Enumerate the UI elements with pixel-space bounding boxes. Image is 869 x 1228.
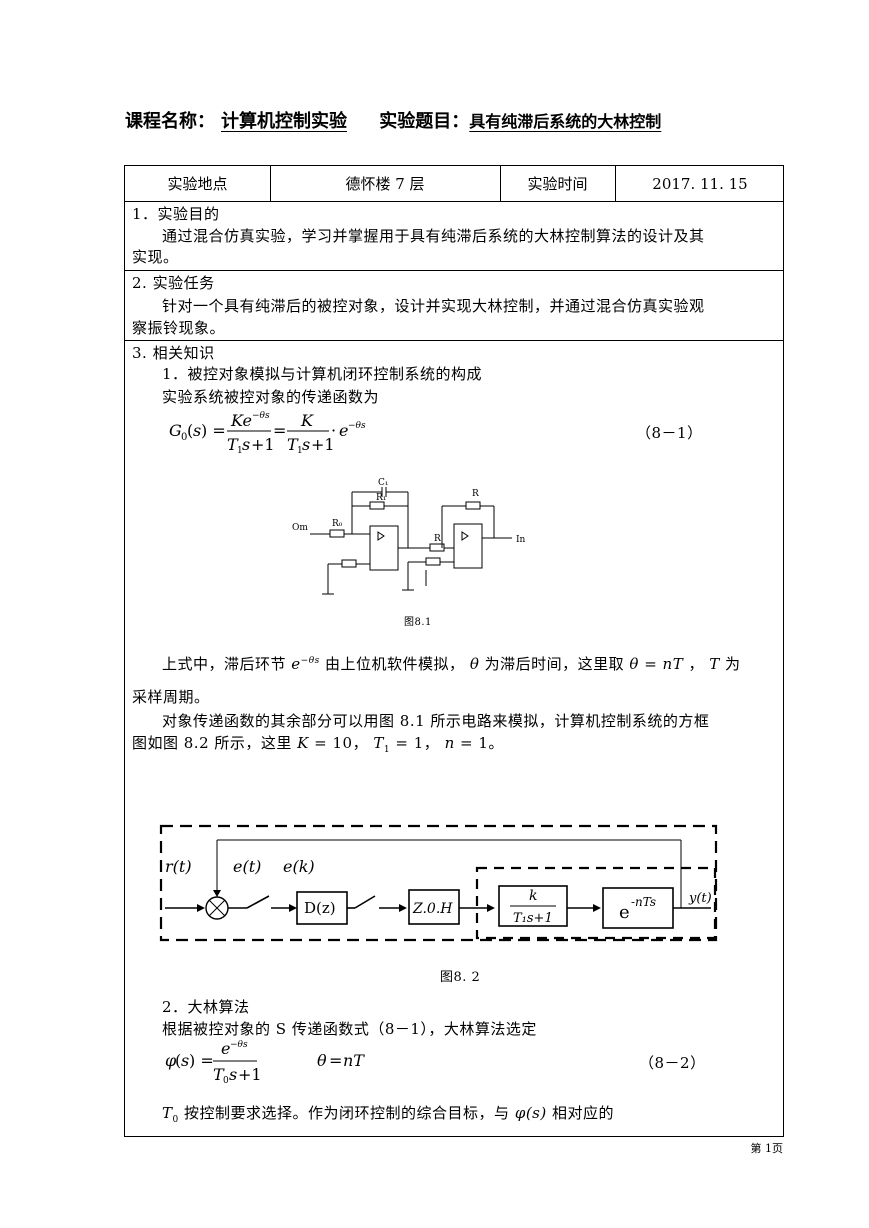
svg-text:Ke: Ke: [230, 411, 252, 430]
svg-text:+1: +1: [251, 435, 275, 454]
svg-text:·: ·: [331, 421, 336, 440]
label-r-top: R: [472, 489, 479, 499]
block-delay-exp: -nTs: [631, 895, 656, 909]
para4: T0 按控制要求选择。作为闭环控制的综合目标，与 φ(s) 相对应的: [162, 1104, 615, 1125]
svg-text:−θs: −θs: [230, 1040, 248, 1050]
svg-text:=: =: [329, 1051, 342, 1070]
svg-text:s: s: [242, 435, 250, 454]
section1-heading: 1．实验目的: [132, 205, 220, 223]
section3-sub2: 2．大林算法: [162, 998, 250, 1016]
row-divider: [125, 201, 783, 202]
block-zoh: Z.0.H: [412, 901, 453, 917]
block-delay: e: [619, 902, 630, 923]
svg-text:s: s: [181, 1051, 189, 1070]
topic-label: 实验题目：: [379, 111, 470, 132]
label-r-t: r(t): [165, 857, 192, 876]
svg-text:+1: +1: [238, 1065, 262, 1084]
label-e-k: e(k): [283, 857, 315, 876]
section2-line1: 针对一个具有纯滞后的被控对象，设计并实现大林控制，并通过混合仿真实验观: [162, 297, 705, 315]
svg-text:0: 0: [181, 432, 187, 443]
fig1-caption: 图8.1: [404, 617, 432, 628]
r0-resistor: [329, 529, 345, 538]
label-om: Om: [292, 523, 308, 533]
block-dz: D(z): [304, 899, 336, 917]
svg-text:θ: θ: [317, 1051, 327, 1070]
section3-intro: 实验系统被控对象的传递函数为: [162, 388, 380, 406]
section2-line2: 察振铃现象。: [132, 319, 226, 337]
svg-text:K: K: [300, 411, 314, 430]
svg-text:T: T: [227, 435, 239, 454]
svg-text:=: =: [273, 421, 286, 440]
svg-text:s: s: [302, 435, 310, 454]
course-name: 计算机控制实验: [221, 111, 347, 132]
label-in: In: [516, 535, 526, 545]
svg-text:) =: ) =: [189, 1051, 214, 1070]
location-label: 实验地点: [167, 175, 228, 193]
svg-text:e: e: [221, 1039, 230, 1058]
label-c1: C₁: [378, 478, 389, 488]
section3-sub1: 1．被控对象模拟与计算机闭环控制系统的构成: [162, 365, 483, 383]
fig2-caption: 图8. 2: [440, 970, 481, 985]
svg-text:0: 0: [223, 1076, 229, 1086]
location-value: 德怀楼 7 层: [345, 175, 425, 193]
svg-text:−θs: −θs: [348, 421, 366, 431]
para3: 根据被控对象的 S 传递函数式（8－1），大林算法选定: [162, 1020, 537, 1038]
row-divider: [125, 340, 783, 341]
svg-text:nT: nT: [343, 1051, 365, 1070]
row-divider: [125, 270, 783, 271]
time-label: 实验时间: [527, 175, 588, 193]
svg-text:) =: ) =: [201, 421, 226, 440]
page-number: 第 1页: [750, 1142, 784, 1155]
svg-text:φ: φ: [165, 1051, 177, 1070]
label-y-t: y(t): [688, 891, 712, 906]
label-r0: R₀: [332, 519, 343, 529]
divider: [500, 166, 501, 202]
svg-text:1: 1: [297, 446, 303, 456]
topic-name: 具有纯滞后系统的大林控制: [469, 112, 662, 131]
para2-line1: 对象传递函数的其余部分可以用图 8.1 所示电路来模拟，计算机控制系统的方框: [162, 712, 710, 730]
divider: [270, 166, 271, 202]
section1-line2: 实现。: [132, 248, 179, 266]
svg-text:s: s: [193, 421, 201, 440]
svg-text:T: T: [287, 435, 299, 454]
section1-line1: 通过混合仿真实验，学习并掌握用于具有纯滞后系统的大林控制算法的设计及其: [162, 227, 705, 245]
block-k: k: [529, 888, 537, 904]
svg-text:1: 1: [237, 446, 243, 456]
eq2-number: （8－2）: [639, 1054, 706, 1072]
page-title: 课程名称： 计算机控制实验 实验题目：具有纯滞后系统的大林控制: [125, 107, 661, 133]
label-r1: R₁: [376, 493, 386, 503]
course-label: 课程名称：: [125, 111, 215, 132]
label-e-t: e(t): [233, 857, 261, 876]
section2-heading: 2. 实验任务: [132, 274, 215, 292]
report-table: 实验地点 德怀楼 7 层 实验时间 2017. 11. 15 1．实验目的 通过…: [124, 165, 784, 1137]
svg-text:−θs: −θs: [252, 411, 270, 421]
svg-text:(: (: [187, 421, 193, 440]
circuit-diagram: C₁ R₁ R₀ Om R R In: [292, 478, 526, 595]
svg-text:T: T: [213, 1065, 225, 1084]
para1-line1: 上式中，滞后环节 e−θs 由上位机软件模拟， θ 为滞后时间，这里取 θ = …: [162, 655, 741, 673]
eq1-number: （8－1）: [636, 424, 703, 442]
svg-text:s: s: [229, 1065, 237, 1084]
para1-line2: 采样周期。: [132, 688, 210, 706]
time-value: 2017. 11. 15: [652, 175, 748, 193]
divider: [615, 166, 616, 202]
section3-heading: 3. 相关知识: [132, 344, 215, 362]
block-den: T₁s+1: [513, 911, 553, 926]
svg-text:(: (: [175, 1051, 181, 1070]
label-r-mid: R: [434, 534, 441, 544]
svg-text:+1: +1: [311, 435, 335, 454]
block-diagram: r(t) e(t) e(k) D(z) Z.0.H k T₁s+1 e -nTs…: [159, 824, 718, 942]
svg-text:e: e: [339, 421, 348, 440]
svg-text:G: G: [169, 421, 182, 440]
para2-line2: 图如图 8.2 所示，这里 K = 10， T1 = 1， n = 1。: [132, 734, 504, 755]
